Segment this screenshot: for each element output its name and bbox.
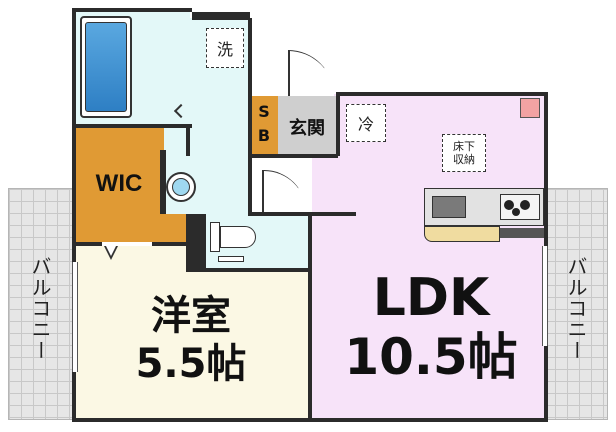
wall: [248, 18, 252, 214]
toilet-tank: [210, 222, 220, 252]
wic-door-marker-fill: [106, 246, 116, 256]
stove-burner: [504, 200, 514, 210]
ldk-name: LDK: [372, 268, 490, 328]
kitchen-cabinet: [424, 226, 500, 242]
shoebox-floor: [250, 96, 278, 156]
shoebox-label-s: S: [258, 102, 270, 121]
western-room-name: 洋室: [151, 293, 231, 339]
wall: [72, 8, 192, 12]
wall: [186, 214, 206, 272]
wall: [192, 12, 250, 20]
wall: [72, 418, 548, 422]
window-left: [72, 262, 78, 372]
fridge-label: 冷: [357, 115, 374, 134]
fridge-space: 冷: [346, 104, 386, 142]
wall: [336, 92, 340, 156]
stove-burner: [520, 200, 530, 210]
underfloor-storage: 床下 収納: [442, 134, 486, 172]
wall: [160, 150, 166, 214]
entrance-label: 玄関: [289, 118, 325, 139]
kitchen-sink: [432, 196, 466, 218]
bathtub-water: [85, 22, 127, 112]
wall: [250, 154, 338, 158]
ldk-label: LDK 10.5帖: [316, 268, 546, 386]
wall: [72, 8, 76, 422]
shoebox-label: S B: [252, 100, 276, 152]
wall: [336, 92, 546, 96]
stove-burner: [512, 208, 520, 216]
toilet-bowl: [220, 226, 256, 248]
western-room-floor: [74, 244, 312, 420]
balcony-right: [542, 188, 608, 420]
wall: [248, 212, 356, 216]
vent-square: [520, 98, 540, 118]
washer-label: 洗: [216, 40, 233, 59]
balcony-right-label: バルコニー: [564, 256, 588, 361]
hall-door[interactable]: [262, 170, 306, 212]
ldk-size: 10.5帖: [344, 328, 518, 386]
balcony-left-label: バルコニー: [28, 256, 52, 361]
underfloor-label-bottom: 収納: [453, 153, 475, 166]
wash-basin-bowl: [172, 178, 190, 196]
underfloor-label-top: 床下: [453, 140, 475, 153]
entrance-door[interactable]: [288, 50, 334, 96]
wall: [74, 124, 192, 128]
kitchen-wall: [500, 228, 544, 238]
western-room-size: 5.5帖: [135, 341, 247, 387]
western-room-label: 洋室 5.5帖: [96, 292, 286, 388]
window-right: [542, 246, 548, 346]
ldk-floor: [312, 94, 546, 420]
wall: [204, 268, 312, 272]
toilet-control: [218, 256, 244, 262]
wall: [308, 214, 312, 420]
washer-space: 洗: [206, 28, 244, 68]
entrance-floor: [278, 96, 336, 156]
wall: [186, 126, 190, 156]
shoebox-label-b: B: [257, 126, 271, 145]
wic-label: WIC: [95, 170, 143, 197]
wic-door-opening: [102, 242, 152, 246]
balcony-left: [8, 188, 74, 420]
